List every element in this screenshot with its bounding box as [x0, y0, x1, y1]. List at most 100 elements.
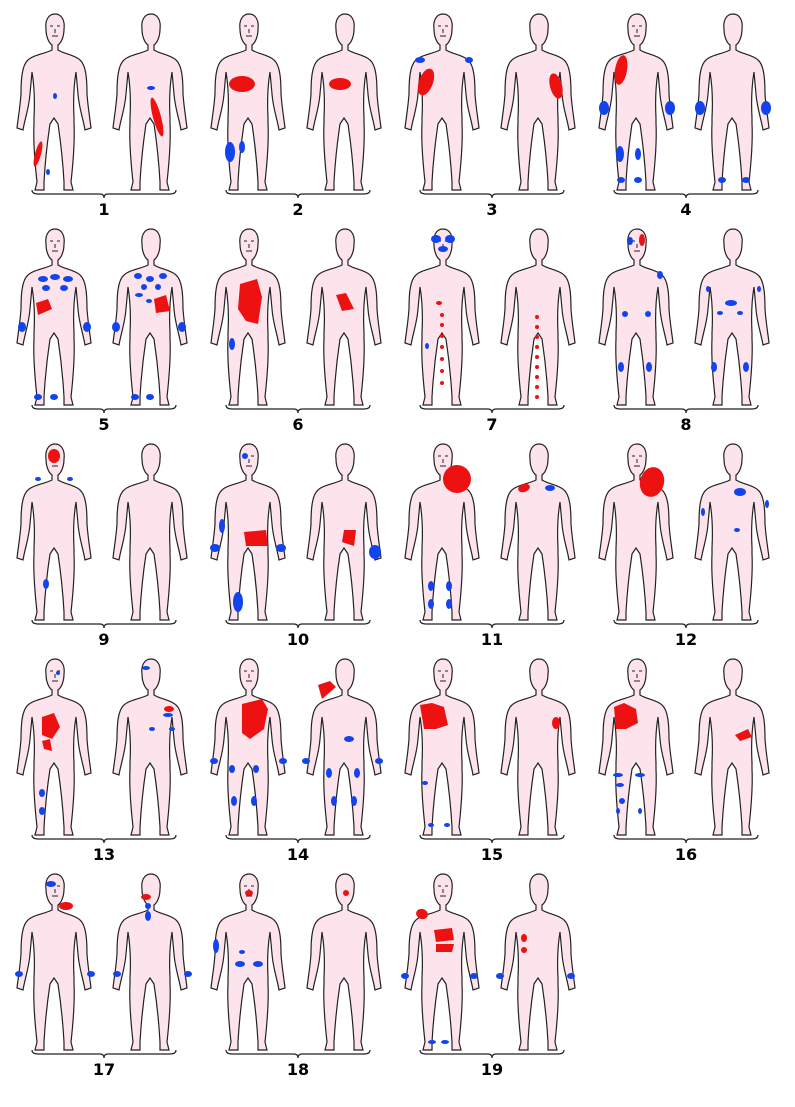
front-body-outline: [599, 659, 673, 835]
body-chart-16: 16: [590, 649, 780, 871]
referred-pain-area: [351, 796, 357, 806]
referred-pain-area: [428, 599, 434, 609]
primary-pain-area: [535, 375, 539, 379]
body-chart-5: 5: [8, 219, 198, 441]
body-figure-pair: [202, 434, 392, 634]
referred-pain-area: [331, 796, 337, 806]
primary-pain-area: [535, 365, 539, 369]
body-chart-18: 18: [202, 864, 392, 1086]
body-figure-pair: [590, 434, 780, 634]
body-figure-pair: [202, 4, 392, 204]
primary-pain-area: [141, 894, 151, 900]
referred-pain-area: [326, 768, 332, 778]
body-chart-9: 9: [8, 434, 198, 656]
back-body-outline: [695, 659, 769, 835]
front-body-outline: [17, 229, 91, 405]
back-body-outline: [307, 229, 381, 405]
primary-pain-area: [434, 928, 454, 942]
referred-pain-area: [635, 148, 641, 160]
referred-pain-area: [496, 973, 504, 979]
panel-number: 4: [666, 200, 706, 219]
panel-number: 1: [84, 200, 124, 219]
panel-bracket: [614, 835, 758, 843]
primary-pain-area: [164, 706, 174, 712]
body-figure-pair: [396, 434, 586, 634]
panel-number: 17: [84, 1060, 124, 1079]
back-body-outline: [113, 14, 187, 190]
primary-pain-area: [535, 395, 539, 399]
referred-pain-area: [302, 758, 310, 764]
panel-bracket: [420, 835, 564, 843]
panel-bracket: [614, 405, 758, 413]
referred-pain-area: [545, 485, 555, 491]
body-chart-12: 12: [590, 434, 780, 656]
referred-pain-area: [706, 286, 710, 292]
referred-pain-area: [279, 758, 287, 764]
referred-pain-area: [734, 528, 740, 532]
panel-number: 13: [84, 845, 124, 864]
referred-pain-area: [465, 57, 473, 63]
referred-pain-area: [646, 362, 652, 372]
primary-pain-area: [440, 345, 444, 349]
panel-bracket: [226, 835, 370, 843]
primary-pain-area: [535, 315, 539, 319]
referred-pain-area: [634, 177, 642, 183]
referred-pain-area: [695, 101, 705, 115]
referred-pain-area: [616, 146, 624, 162]
referred-pain-area: [354, 768, 360, 778]
referred-pain-area: [146, 276, 154, 282]
body-chart-15: 15: [396, 649, 586, 871]
referred-pain-area: [428, 823, 434, 827]
primary-pain-area: [639, 234, 645, 246]
primary-pain-area: [440, 334, 444, 338]
referred-pain-area: [765, 500, 769, 508]
referred-pain-area: [444, 823, 450, 827]
referred-pain-area: [737, 311, 743, 315]
referred-pain-area: [638, 808, 642, 814]
referred-pain-area: [622, 311, 628, 317]
body-chart-10: 10: [202, 434, 392, 656]
referred-pain-area: [734, 488, 746, 496]
referred-pain-area: [613, 773, 623, 777]
referred-pain-area: [67, 477, 73, 481]
referred-pain-area: [178, 322, 186, 332]
panel-number: 5: [84, 415, 124, 434]
panel-bracket: [420, 620, 564, 628]
referred-pain-area: [446, 581, 452, 591]
back-body-outline: [113, 659, 187, 835]
primary-pain-area: [343, 890, 349, 896]
panel-bracket: [32, 190, 176, 198]
referred-pain-area: [135, 293, 143, 297]
body-figure-pair: [590, 219, 780, 419]
referred-pain-area: [619, 798, 625, 804]
front-body-outline: [17, 874, 91, 1050]
referred-pain-area: [645, 311, 651, 317]
referred-pain-area: [725, 300, 737, 306]
primary-pain-area: [535, 385, 539, 389]
panel-bracket: [32, 405, 176, 413]
body-chart-7: 7: [396, 219, 586, 441]
referred-pain-area: [718, 177, 726, 183]
referred-pain-area: [210, 758, 218, 764]
referred-pain-area: [616, 808, 620, 814]
body-chart-3: 3: [396, 4, 586, 226]
referred-pain-area: [276, 544, 286, 552]
body-chart-13: 13: [8, 649, 198, 871]
panel-bracket: [226, 620, 370, 628]
primary-pain-area: [535, 325, 539, 329]
referred-pain-area: [251, 796, 257, 806]
panel-number: 6: [278, 415, 318, 434]
panel-bracket: [420, 190, 564, 198]
referred-pain-area: [163, 713, 173, 717]
referred-pain-area: [233, 592, 243, 612]
body-chart-17: 17: [8, 864, 198, 1086]
body-chart-6: 6: [202, 219, 392, 441]
referred-pain-area: [743, 362, 749, 372]
body-figure-pair: [8, 219, 198, 419]
referred-pain-area: [431, 235, 441, 243]
body-figure-pair: [8, 649, 198, 849]
panel-bracket: [32, 1050, 176, 1058]
primary-pain-area: [48, 449, 60, 463]
referred-pain-area: [169, 727, 175, 731]
referred-pain-area: [50, 394, 58, 400]
